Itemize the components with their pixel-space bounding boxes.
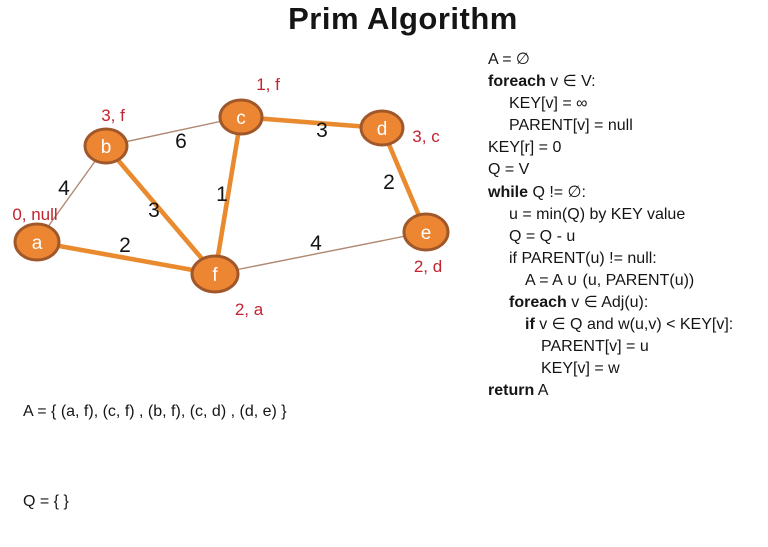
- node-f-label: f: [212, 265, 218, 286]
- edge-weight-c-d: 3: [316, 119, 328, 142]
- code-text: PARENT[v] = u: [541, 338, 649, 356]
- mst-set-text: A = { (a, f), (c, f) , (b, f), (c, d) , …: [23, 403, 287, 420]
- pseudocode-block: A = ∅ foreach v ∈ V: KEY[v] = ∞ PARENT[v…: [488, 49, 733, 403]
- node-c: [218, 98, 264, 136]
- pseudocode-line: PARENT[v] = null: [488, 115, 733, 137]
- pseudocode-line: foreach v ∈ V:: [488, 71, 733, 93]
- key-label-d: 3, c: [412, 127, 440, 146]
- pseudocode-line: Q = V: [488, 159, 733, 181]
- node-f: [190, 254, 240, 294]
- pseudocode-line: if v ∈ Q and w(u,v) < KEY[v]:: [488, 314, 733, 336]
- code-text: v ∈ Adj(u):: [566, 294, 649, 312]
- keyword: foreach: [488, 73, 546, 91]
- code-text: Q = V: [488, 161, 530, 179]
- code-text: A: [534, 382, 549, 400]
- code-text: if PARENT(u) != null:: [509, 249, 657, 267]
- key-label-e: 2, d: [414, 257, 442, 276]
- edge-b-f: [103, 143, 218, 277]
- code-text: v ∈ V:: [545, 73, 596, 91]
- edge-weight-f-e: 4: [310, 232, 322, 255]
- edge-weight-b-f: 3: [148, 199, 160, 222]
- pseudocode-line: PARENT[v] = u: [488, 336, 733, 358]
- key-label-f: 2, a: [235, 300, 264, 319]
- pseudocode-line: KEY[v] = w: [488, 358, 733, 380]
- pseudocode-line: u = min(Q) by KEY value: [488, 204, 733, 226]
- keyword: if: [525, 316, 535, 334]
- node-e: [402, 212, 450, 252]
- code-text: u = min(Q) by KEY value: [509, 205, 686, 223]
- pseudocode-line: KEY[r] = 0: [488, 137, 733, 159]
- edge-f-e: [214, 231, 427, 275]
- keyword: while: [488, 183, 529, 201]
- pseudocode-line: Q = Q - u: [488, 226, 733, 248]
- edge-b-c: [105, 116, 242, 147]
- edge-a-f: [34, 239, 218, 277]
- node-a: [13, 222, 61, 262]
- key-parent-labels: 0, null 3, f 1, f 3, c 2, d 2, a: [12, 75, 442, 319]
- code-text: KEY[v] = ∞: [509, 95, 588, 113]
- node-e-label: e: [421, 223, 432, 244]
- code-text: A = A ∪ (u, PARENT(u)): [525, 271, 695, 289]
- node-b: [83, 127, 129, 165]
- edge-c-f: [212, 114, 244, 277]
- code-text: A = ∅: [488, 51, 530, 68]
- edge-weight-b-c: 6: [175, 130, 187, 153]
- node-c-label: c: [236, 108, 246, 129]
- pseudocode-line: KEY[v] = ∞: [488, 93, 733, 115]
- edge-weight-c-f: 1: [216, 183, 228, 206]
- node-d-label: d: [377, 119, 388, 140]
- edge-weight-d-e: 2: [383, 171, 395, 194]
- edge-weight-a-f: 2: [119, 234, 131, 257]
- pseudocode-line: A = ∅: [488, 49, 733, 71]
- graph-diagram: 4 6 2 3 1 3 2 4 a b c d e f 0, null 3, f…: [12, 75, 450, 319]
- code-text: KEY[v] = w: [541, 360, 620, 378]
- code-text: v ∈ Q and w(u,v) < KEY[v]:: [534, 316, 734, 334]
- keyword: foreach: [509, 294, 567, 312]
- node-d: [359, 109, 405, 147]
- keyword: return: [488, 382, 535, 400]
- pseudocode-line: foreach v ∈ Adj(u):: [488, 292, 733, 314]
- queue-set-text: Q = { }: [23, 493, 69, 510]
- code-text: KEY[r] = 0: [488, 139, 562, 157]
- pseudocode-line: if PARENT(u) != null:: [488, 248, 733, 270]
- pseudocode-line: while Q != ∅:: [488, 182, 733, 204]
- pseudocode-line: A = A ∪ (u, PARENT(u)): [488, 270, 733, 292]
- node-b-label: b: [101, 137, 112, 158]
- node-a-label: a: [32, 233, 43, 254]
- key-label-a: 0, null: [12, 205, 57, 224]
- graph-nodes: a b c d e f: [13, 98, 450, 294]
- page-title: Prim Algorithm: [288, 1, 518, 36]
- edge-weight-a-b: 4: [58, 177, 70, 200]
- pseudocode-line: return A: [488, 380, 733, 402]
- edge-weights: 4 6 2 3 1 3 2 4: [58, 119, 395, 257]
- key-label-b: 3, f: [101, 106, 125, 125]
- edge-c-d: [238, 114, 385, 131]
- code-text: Q != ∅:: [528, 183, 586, 201]
- result-sets: A = { (a, f), (c, f) , (b, f), (c, d) , …: [23, 337, 287, 547]
- code-text: Q = Q - u: [509, 227, 576, 245]
- key-label-c: 1, f: [256, 75, 280, 94]
- code-text: PARENT[v] = null: [509, 117, 633, 135]
